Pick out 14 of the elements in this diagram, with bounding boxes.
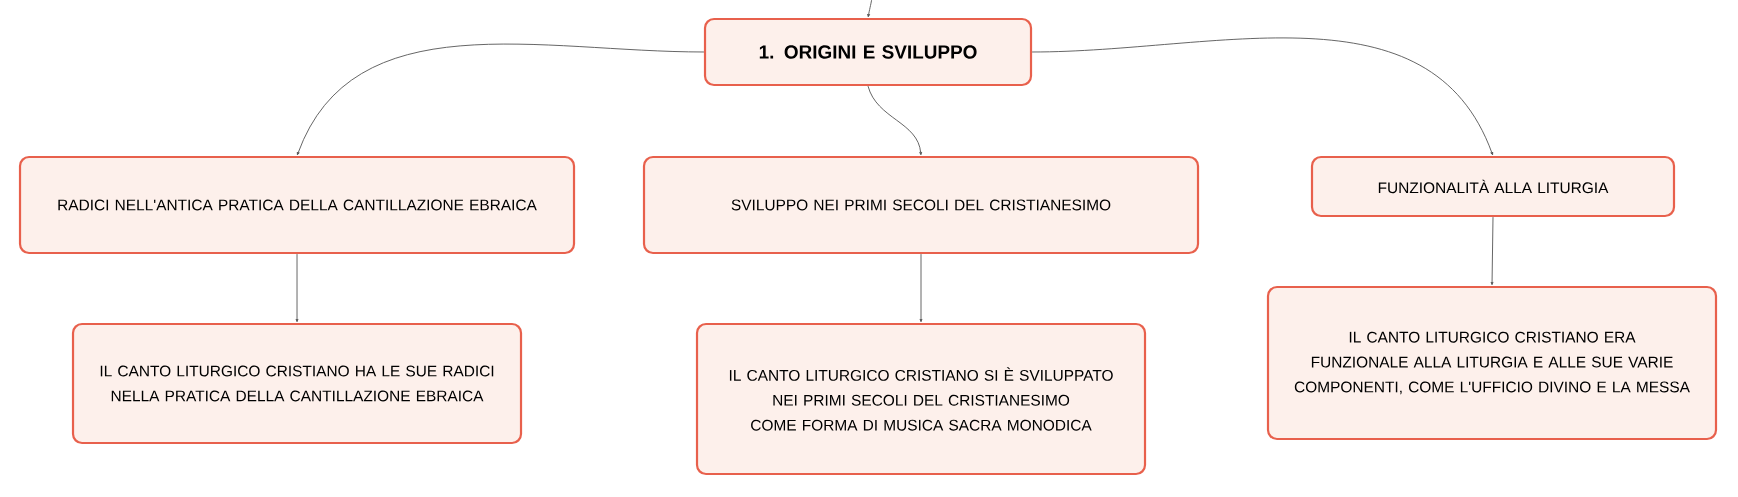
concept-box: IL CANTO LITURGICO CRISTIANO SI È SVILUPPATO NEI PRIMI SECOLI DEL CRISTIANESIMO COME FORMA DI MUSICA SACRA MONODICA xyxy=(695,322,1147,476)
concept-box: RADICI NELL'ANTICA PRATICA DELLA CANTILLAZIONE EBRAICA xyxy=(18,155,576,255)
arrow xyxy=(1490,216,1494,286)
concept-box: FUNZIONALITÀ ALLA LITURGIA xyxy=(1310,155,1676,218)
arrow xyxy=(296,43,705,156)
concept-box: IL CANTO LITURGICO CRISTIANO HA LE SUE RADICI NELLA PRATICA DELLA CANTILLAZIONE EBRAICA xyxy=(71,322,523,445)
arrow xyxy=(867,85,923,156)
title-box: 1. ORIGINI E SVILUPPO xyxy=(703,17,1033,87)
arrow xyxy=(295,253,299,323)
concept-box: IL CANTO LITURGICO CRISTIANO ERA FUNZIONALE ALLA LITURGIA E ALLE SUE VARIE COMPONENTI, COME L'UFFICIO DIVINO E LA MESSA xyxy=(1266,285,1718,441)
concept-box: SVILUPPO NEI PRIMI SECOLI DEL CRISTIANESIMO xyxy=(642,155,1200,255)
arrow xyxy=(919,253,923,323)
arrow xyxy=(1031,37,1494,156)
arrow xyxy=(867,0,873,18)
